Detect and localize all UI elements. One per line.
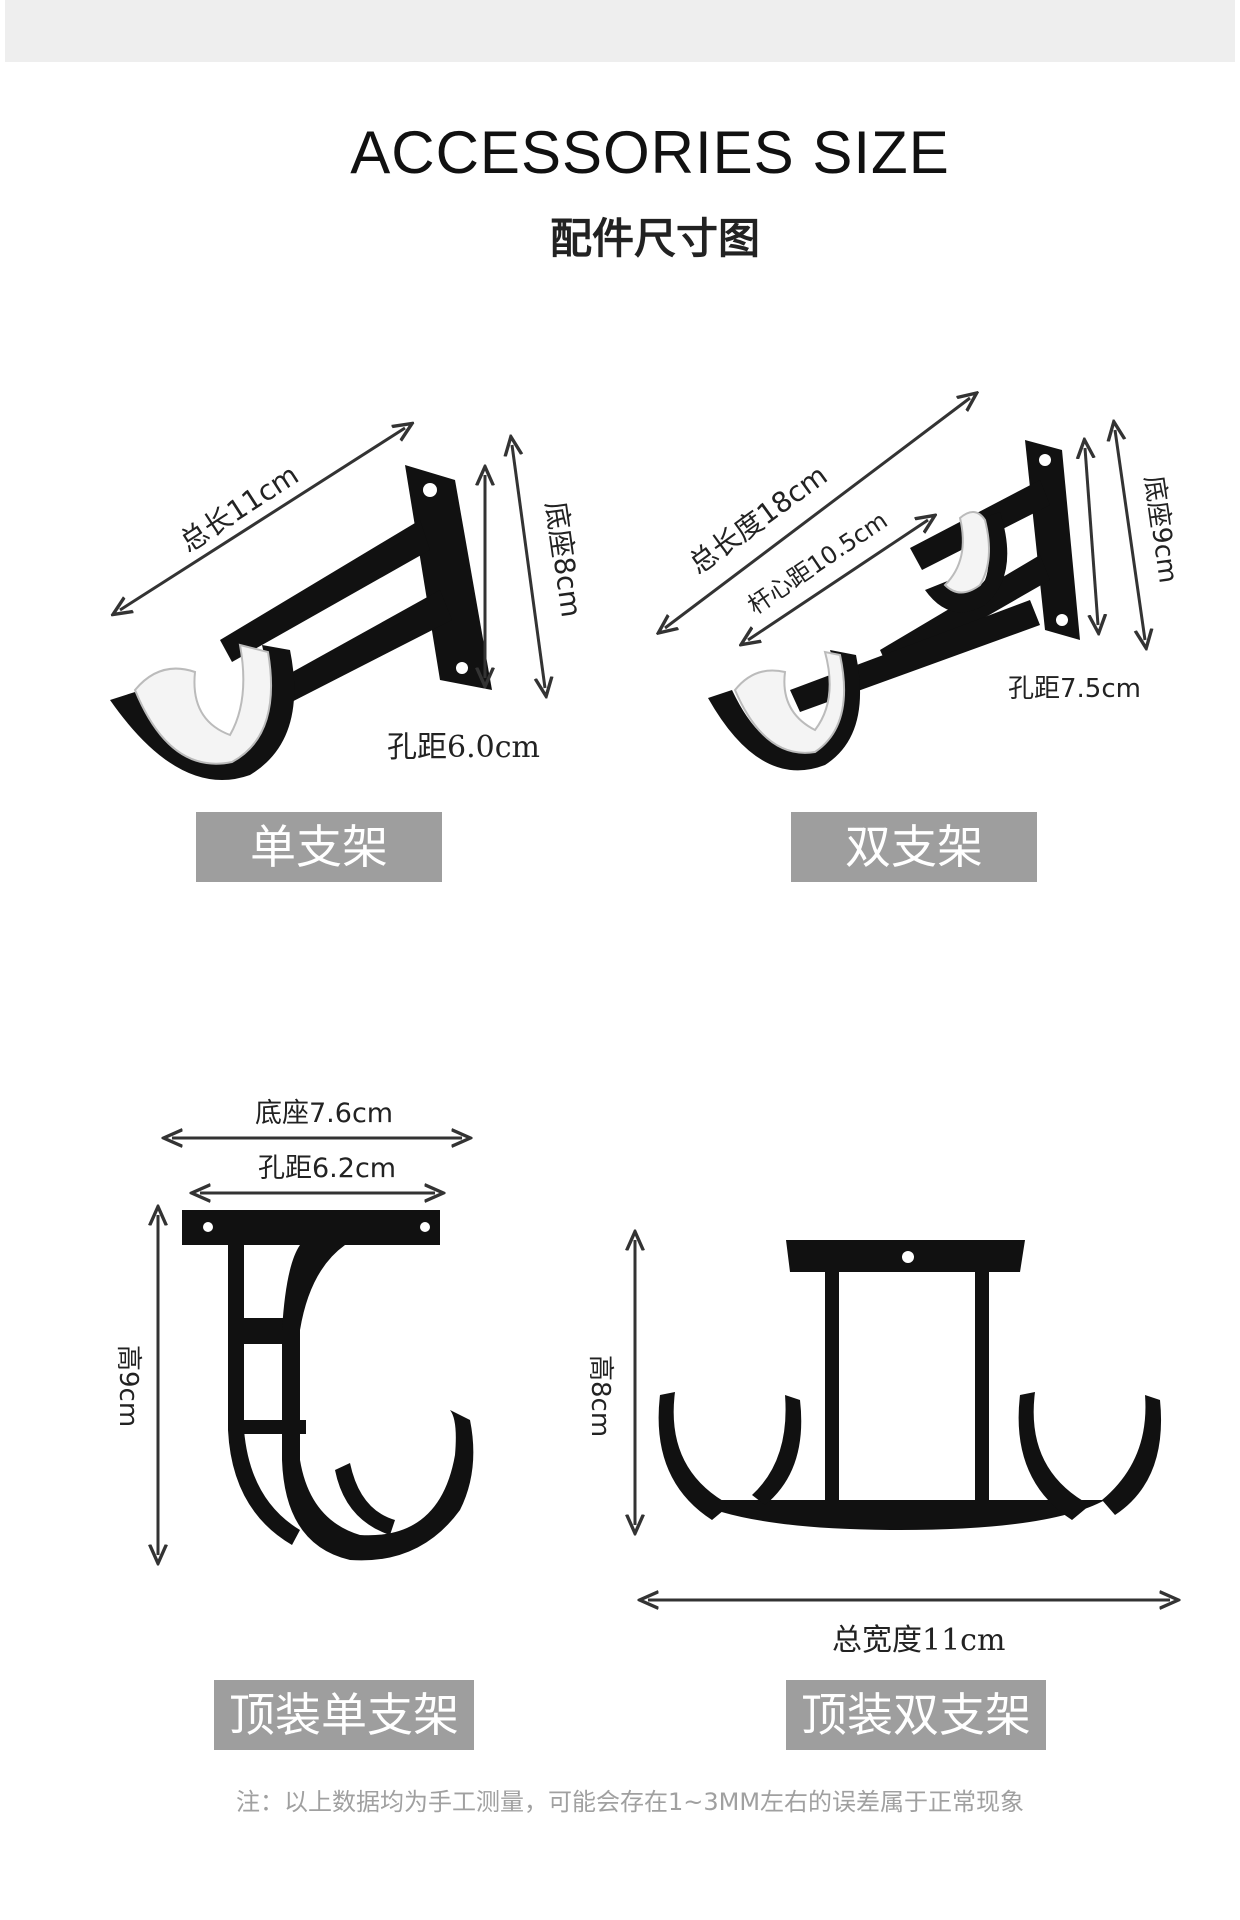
single-base-label: 底座8cm — [539, 499, 588, 619]
ceiling-double-height-label: 高8cm — [585, 1355, 615, 1437]
ceiling-single-height-label: 高9cm — [113, 1345, 143, 1427]
single-hole-label: 孔距6.0cm — [387, 730, 540, 765]
ceiling-double-width-label: 总宽度11cm — [832, 1623, 1005, 1658]
ceiling-single-hole-label: 孔距6.2cm — [258, 1153, 396, 1184]
single-bracket-tag: 单支架 — [196, 812, 442, 882]
ceiling-single-illustration — [182, 1210, 474, 1561]
top-banner-strip — [5, 0, 1235, 62]
double-base-label: 底座9cm — [1138, 474, 1183, 585]
double-bracket-tag: 双支架 — [791, 812, 1037, 882]
ceiling-double-tag: 顶装双支架 — [786, 1680, 1046, 1750]
ceiling-double-illustration — [658, 1240, 1162, 1530]
single-length-label: 总长11cm — [174, 458, 305, 559]
page-title: ACCESSORIES SIZE — [350, 119, 950, 186]
ceiling-single-tag: 顶装单支架 — [214, 1680, 474, 1750]
double-hole-label: 孔距7.5cm — [1008, 674, 1141, 704]
ceiling-single-base-label: 底座7.6cm — [255, 1098, 393, 1129]
page-subtitle: 配件尺寸图 — [549, 214, 760, 263]
measurement-note: 注：以上数据均为手工测量，可能会存在1~3MM左右的误差属于正常现象 — [235, 1788, 1025, 1816]
